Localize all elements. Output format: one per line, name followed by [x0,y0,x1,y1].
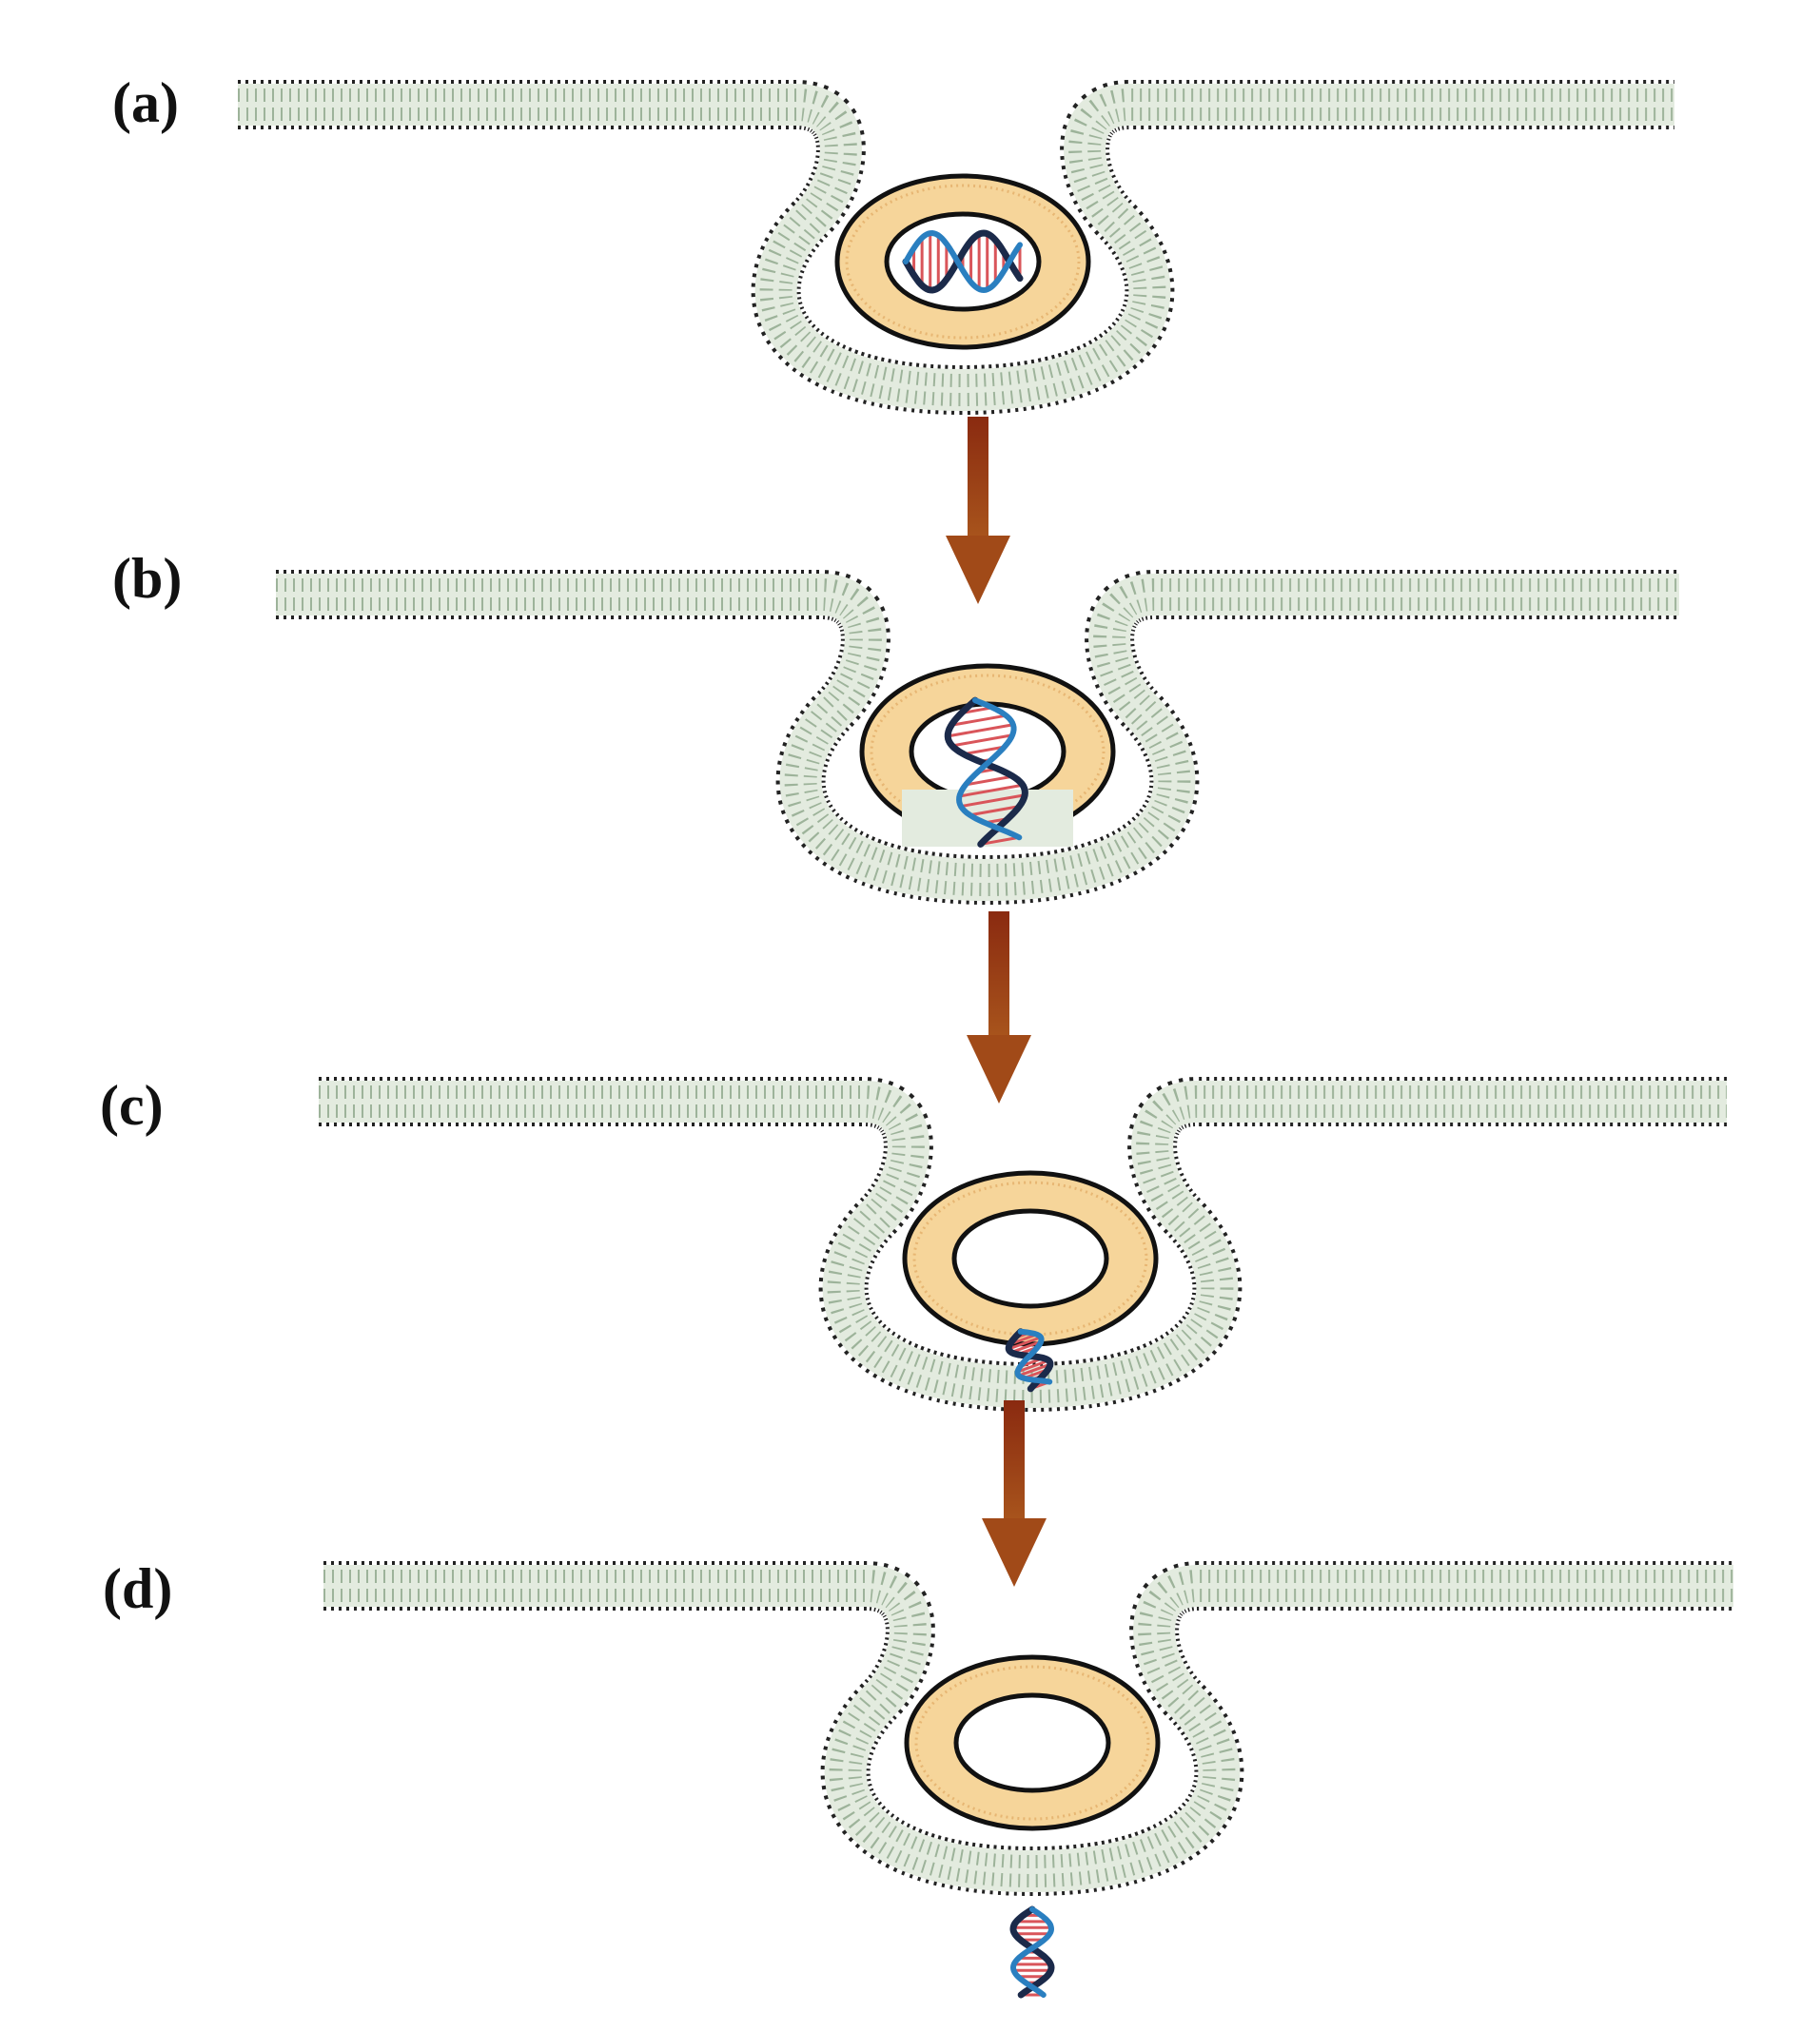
panel-b: (b) [112,547,1679,880]
down-arrow-icon [967,911,1031,1104]
down-arrow-icon [946,417,1010,604]
liposome-core [956,1695,1108,1790]
panel-label: (b) [112,547,182,610]
liposome-core [954,1211,1106,1306]
down-arrow-icon [982,1400,1047,1587]
panel-a: (a) [112,71,1674,390]
panel-d: (d) [103,1557,1733,1995]
panel-label: (a) [112,71,179,134]
liposome [905,1173,1156,1344]
panel-c: (c) [100,1074,1727,1391]
liposome [907,1657,1158,1828]
dna-helix-icon [1013,1909,1051,1995]
panel-label: (d) [103,1557,172,1620]
panel-label: (c) [100,1074,164,1137]
